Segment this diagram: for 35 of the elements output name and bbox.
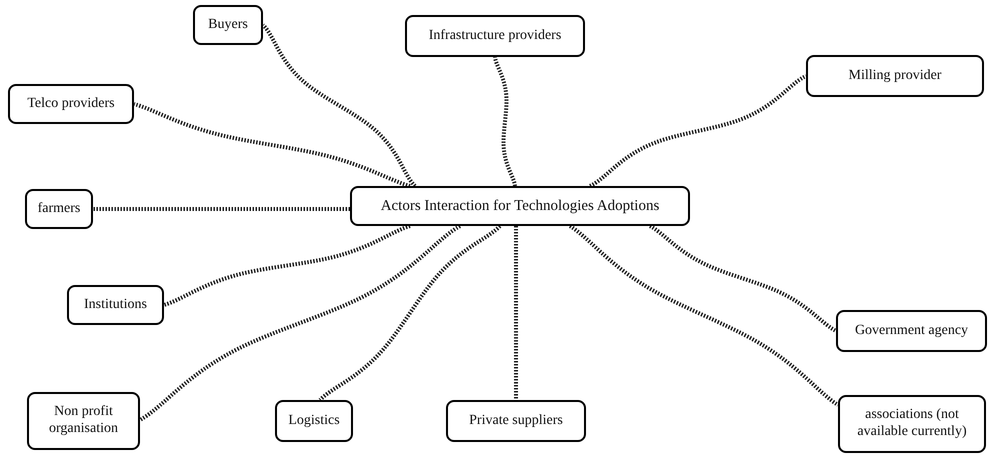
actor-box bbox=[806, 55, 984, 97]
dotted-connector bbox=[589, 74, 807, 188]
dotted-connector bbox=[138, 224, 462, 422]
dotted-connector bbox=[133, 102, 411, 188]
node-label: Logistics bbox=[288, 412, 340, 430]
actor-box bbox=[8, 84, 134, 124]
actor-box bbox=[275, 400, 353, 442]
actor-box bbox=[838, 395, 986, 453]
dotted-connector bbox=[514, 225, 518, 401]
node-label: associations (not available currently) bbox=[856, 407, 968, 441]
node-label: Infrastructure providers bbox=[428, 28, 562, 44]
actor-box bbox=[67, 285, 164, 325]
node-label: Telco providers bbox=[27, 96, 115, 112]
dotted-connector bbox=[649, 224, 837, 333]
node-label: Government agency bbox=[854, 322, 968, 340]
node-label: Actors Interaction for Technologies Adoptions bbox=[380, 197, 660, 215]
dotted-connector bbox=[318, 224, 502, 402]
node-label: farmers bbox=[38, 200, 80, 218]
actor-box bbox=[27, 392, 140, 450]
node-label: Institutions bbox=[84, 296, 147, 314]
actor-box bbox=[446, 400, 586, 442]
actor-box bbox=[193, 5, 263, 45]
actor-box bbox=[836, 310, 987, 352]
dotted-connector bbox=[262, 24, 416, 188]
actor-box bbox=[25, 189, 93, 229]
dotted-connector bbox=[568, 224, 840, 407]
actor-box bbox=[405, 15, 585, 57]
dotted-connector bbox=[493, 56, 517, 187]
node-label: Milling provider bbox=[848, 68, 942, 84]
dotted-connector bbox=[163, 224, 411, 307]
node-label: Non profit organisation bbox=[48, 404, 119, 438]
node-label: Private suppliers bbox=[469, 412, 563, 430]
central-topic-box bbox=[350, 186, 690, 226]
dotted-connector bbox=[93, 207, 350, 211]
node-label: Buyers bbox=[208, 16, 248, 34]
